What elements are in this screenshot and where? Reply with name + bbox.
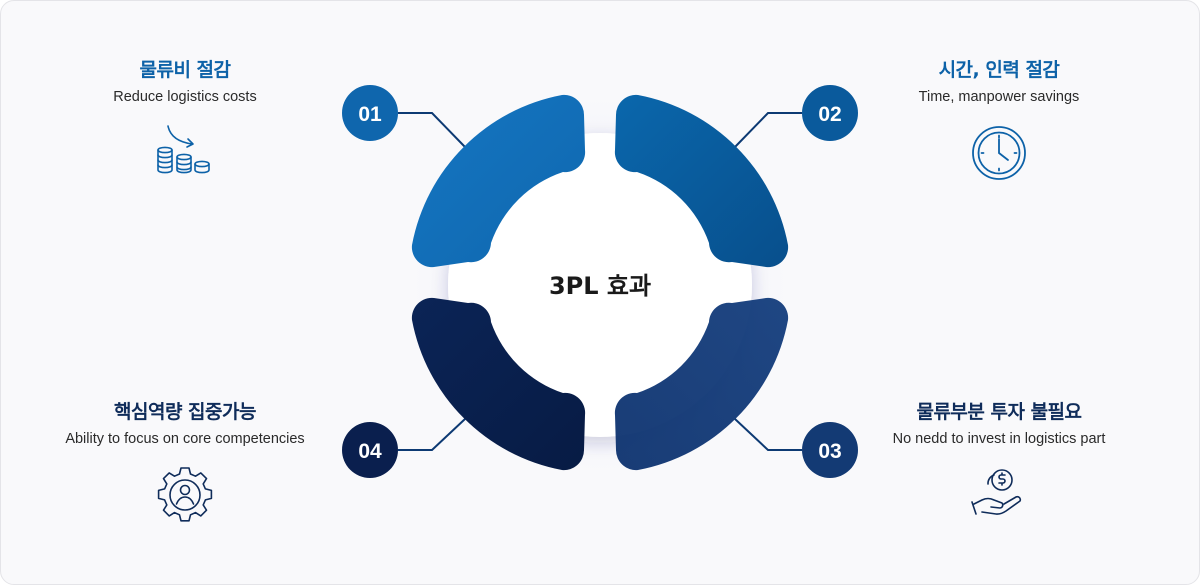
benefit-item-03: 물류부분 투자 불필요 No nedd to invest in logisti… xyxy=(839,400,1159,528)
number-badge-04: 04 xyxy=(342,422,398,478)
benefit-item-01: 물류비 절감 Reduce logistics costs xyxy=(25,58,345,186)
ring-segment-01 xyxy=(411,94,586,268)
badge-number: 04 xyxy=(358,440,382,463)
benefit-subtitle: No nedd to invest in logistics part xyxy=(892,431,1106,447)
number-badge-02: 02 xyxy=(802,85,858,141)
ring-segment-04 xyxy=(411,297,586,471)
badge-number: 03 xyxy=(818,440,841,463)
center-label: 3PL 효과 xyxy=(549,272,651,300)
benefit-title: 시간, 인력 절감 xyxy=(938,59,1060,81)
badge-number: 01 xyxy=(358,103,382,126)
benefit-subtitle: Reduce logistics costs xyxy=(113,89,257,105)
clock-icon xyxy=(972,126,1026,180)
center-disc xyxy=(448,133,752,437)
number-badge-01: 01 xyxy=(342,85,398,141)
number-badge-03: 03 xyxy=(802,422,858,478)
gear-person-icon xyxy=(157,467,213,522)
benefit-title: 핵심역량 집중가능 xyxy=(114,401,256,423)
benefit-subtitle: Ability to focus on core competencies xyxy=(65,431,305,447)
coins-decrease-icon xyxy=(157,125,210,174)
benefit-title: 물류부분 투자 불필요 xyxy=(916,401,1082,423)
benefit-item-04: 핵심역량 집중가능 Ability to focus on core compe… xyxy=(25,400,345,528)
benefit-item-02: 시간, 인력 절감 Time, manpower savings xyxy=(839,58,1159,186)
connector-lines xyxy=(398,112,802,451)
benefit-title: 물류비 절감 xyxy=(139,59,231,81)
benefit-subtitle: Time, manpower savings xyxy=(918,89,1080,105)
ring-segment-02 xyxy=(614,94,789,268)
hand-money-icon xyxy=(971,469,1022,515)
badge-number: 02 xyxy=(818,103,841,126)
ring-segment-03 xyxy=(614,297,789,471)
